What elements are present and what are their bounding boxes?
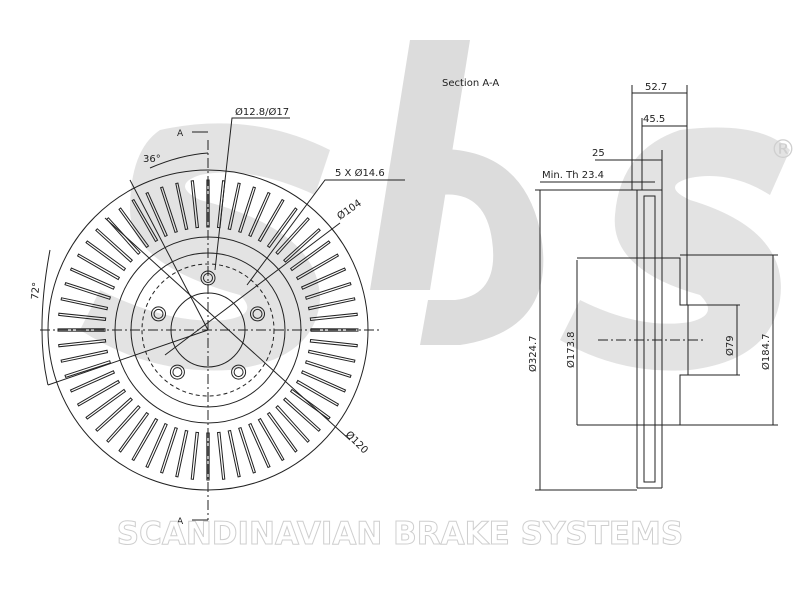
outer-diameter-label: Ø324.7	[527, 336, 539, 373]
inner-hat-diameter-label: Ø173.8	[565, 332, 577, 369]
bolt-hole	[172, 367, 183, 378]
bolt-hole	[151, 306, 166, 322]
vent-slot	[257, 198, 285, 243]
hole-diameter-label: Ø12.8/Ø17	[235, 106, 289, 118]
vent-slot	[309, 338, 358, 348]
bolt-pattern-label: 5 X Ø14.6	[335, 167, 385, 179]
vent-slot	[307, 297, 356, 311]
min-thickness-label: Min. Th 23.4	[542, 170, 604, 181]
leader-hole-diameter	[214, 117, 290, 271]
sbs-logo-watermark: ®	[80, 40, 796, 371]
vent-slot	[69, 370, 116, 393]
vent-slot	[238, 186, 257, 234]
bolt-hole	[252, 308, 263, 319]
total-height-label: 52.7	[645, 82, 667, 93]
vent-slot	[300, 370, 347, 393]
vent-slot	[295, 253, 340, 281]
vent-slot	[289, 388, 331, 420]
vent-slot	[58, 312, 107, 322]
vent-slot	[257, 417, 285, 462]
center-bore-label: Ø79	[724, 335, 736, 356]
angle-72-label: 72°	[30, 282, 43, 301]
bolt-hole	[169, 364, 185, 380]
vent-slot	[131, 417, 159, 462]
leader-hub-circle	[104, 217, 351, 441]
front-view	[40, 117, 405, 521]
vent-slot	[57, 328, 106, 332]
vent-slot	[300, 267, 347, 290]
registered-mark: ®	[770, 135, 796, 165]
disc-thickness-label: 25	[592, 148, 605, 159]
vent-slot	[64, 360, 112, 379]
angle-36-leader	[129, 179, 209, 331]
bolt-hole	[233, 367, 244, 378]
vent-slot	[266, 207, 298, 249]
vent-slot	[248, 422, 271, 469]
vent-slot	[85, 388, 127, 420]
vent-slot	[289, 240, 331, 272]
vent-slot	[76, 379, 121, 407]
vent-slot	[248, 191, 271, 238]
company-name-watermark: SCANDINAVIAN BRAKE SYSTEMS	[116, 516, 684, 553]
vent-slot	[95, 228, 134, 263]
vent-slot	[159, 186, 178, 234]
vent-slot	[238, 426, 257, 474]
vent-slot	[175, 182, 189, 231]
leader-pitch-circle	[164, 222, 341, 356]
vent-slot	[307, 349, 356, 363]
vent-slot	[266, 411, 298, 453]
vent-slot	[190, 431, 200, 480]
vent-slot	[304, 360, 352, 379]
vent-slot	[85, 240, 127, 272]
vent-slot	[282, 397, 321, 432]
vent-slot	[64, 281, 112, 300]
vent-slot	[131, 198, 159, 243]
section-view-labels: Section A-A 52.7 45.5 25 Min. Th 23.4 Ø3…	[442, 78, 772, 372]
vent-slot	[282, 228, 321, 263]
disc-section-outline	[636, 189, 663, 489]
vent-slot	[106, 404, 141, 443]
bolt-hole	[153, 308, 164, 319]
bolt-hole	[231, 364, 247, 380]
vent-slot	[145, 422, 168, 469]
vent-slot	[159, 426, 178, 474]
hub-circle-label: Ø120	[343, 429, 371, 457]
vent-slot	[190, 180, 200, 229]
vent-slot	[118, 411, 150, 453]
vent-slot	[304, 281, 352, 300]
angle-36-label: 36°	[143, 154, 161, 165]
vent-slot	[309, 312, 358, 322]
vent-slot	[275, 217, 310, 256]
vent-slot	[58, 338, 107, 348]
vent-slot	[106, 217, 141, 256]
vent-slot	[175, 429, 189, 478]
hat-depth-label: 45.5	[643, 114, 665, 125]
vent-slot	[295, 379, 340, 407]
vent-slot	[60, 297, 109, 311]
angle-72-arc	[41, 249, 51, 386]
vent-slot	[145, 191, 168, 238]
vent-slot	[60, 349, 109, 363]
section-label: Section A-A	[442, 78, 499, 89]
vent-slot	[118, 207, 150, 249]
hat-outer-diameter-label: Ø184.7	[760, 334, 772, 371]
section-marker-top: A	[177, 129, 184, 139]
vent-slot	[95, 397, 134, 432]
leader-bolt-pattern	[246, 179, 405, 286]
pitch-circle-label: Ø104	[335, 197, 364, 222]
section-marker-bottom: A	[177, 517, 184, 527]
bolt-hole	[250, 306, 265, 322]
angle-36-arc	[149, 152, 209, 169]
vent-slot	[216, 431, 226, 480]
vent-slot	[69, 267, 116, 290]
vent-slot	[227, 429, 241, 478]
section-view	[535, 85, 778, 491]
vent-slot	[76, 253, 121, 281]
angle-72-leader	[47, 329, 209, 386]
vent-slot	[227, 182, 241, 231]
vent-channel	[643, 195, 656, 483]
vent-slot	[275, 404, 310, 443]
